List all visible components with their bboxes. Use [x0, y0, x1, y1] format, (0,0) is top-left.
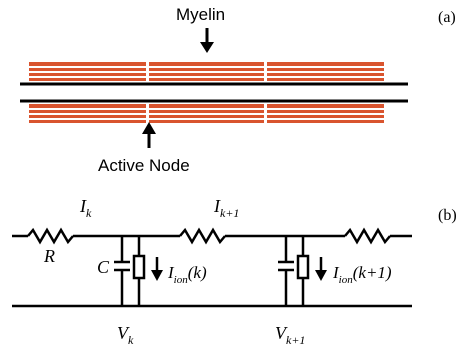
ion-channel-k1 — [296, 236, 310, 306]
resistor-3 — [344, 227, 391, 245]
upper-myelin-segment-1 — [29, 62, 146, 81]
voltage-k1-label: Vk+1 — [275, 323, 305, 347]
resistor-2 — [179, 227, 226, 245]
active-node-label: Active Node — [98, 156, 190, 175]
myelin-label: Myelin — [176, 5, 225, 24]
upper-myelin-row — [29, 62, 384, 81]
ion-current-arrow-k1 — [315, 257, 327, 281]
lower-myelin-row — [29, 104, 384, 123]
capacitor-k — [114, 236, 130, 306]
top-wire — [12, 227, 412, 245]
resistor-label: R — [43, 246, 55, 266]
panel-b-label: (b) — [438, 207, 457, 224]
lower-myelin-segment-2 — [149, 104, 264, 123]
lower-myelin-segment-3 — [267, 104, 384, 123]
upper-myelin-segment-3 — [267, 62, 384, 81]
voltage-k-label: Vk — [117, 323, 134, 347]
lower-myelin-segment-1 — [29, 104, 146, 123]
panel-a-label: (a) — [438, 9, 456, 26]
ion-current-arrow-k — [151, 257, 163, 281]
panel-b: (b) — [12, 196, 457, 347]
panel-a: (a) Myelin Active Node — [20, 5, 456, 175]
active-node-arrow — [142, 122, 156, 148]
upper-myelin-segment-2 — [149, 62, 264, 81]
capacitor-label: C — [97, 257, 110, 277]
resistor-1 — [27, 227, 74, 245]
current-k1-label: Ik+1 — [213, 196, 239, 220]
myelin-arrow — [200, 28, 214, 53]
capacitor-k1 — [278, 236, 294, 306]
ion-current-k-label: Iion(k) — [167, 263, 207, 286]
ion-channel-k — [132, 236, 146, 306]
current-k-label: Ik — [79, 196, 92, 220]
ion-current-k1-label: Iion(k+1) — [332, 263, 392, 286]
